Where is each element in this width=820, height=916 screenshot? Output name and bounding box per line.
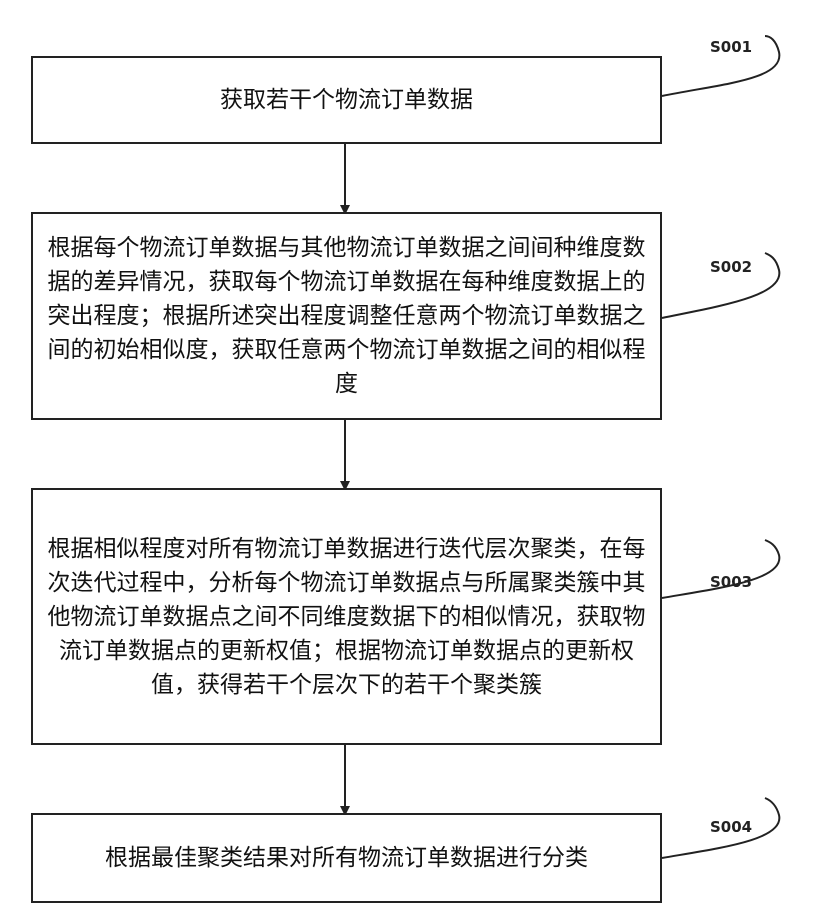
step-box-s004: 根据最佳聚类结果对所有物流订单数据进行分类 [31, 813, 662, 903]
step-text-s003: 根据相似程度对所有物流订单数据进行迭代层次聚类，在每次迭代过程中，分析每个物流订… [33, 532, 660, 702]
step-label-s003: S003 [710, 573, 752, 591]
step-text-s002: 根据每个物流订单数据与其他物流订单数据之间间种维度数据的差异情况，获取每个物流订… [33, 231, 660, 401]
step-box-s001: 获取若干个物流订单数据 [31, 56, 662, 144]
step-text-s004: 根据最佳聚类结果对所有物流订单数据进行分类 [95, 841, 598, 875]
step-box-s003: 根据相似程度对所有物流订单数据进行迭代层次聚类，在每次迭代过程中，分析每个物流订… [31, 488, 662, 745]
step-label-s002: S002 [710, 258, 752, 276]
step-label-s004: S004 [710, 818, 752, 836]
step-label-s001: S001 [710, 38, 752, 56]
step-box-s002: 根据每个物流订单数据与其他物流订单数据之间间种维度数据的差异情况，获取每个物流订… [31, 212, 662, 420]
step-text-s001: 获取若干个物流订单数据 [210, 83, 483, 117]
